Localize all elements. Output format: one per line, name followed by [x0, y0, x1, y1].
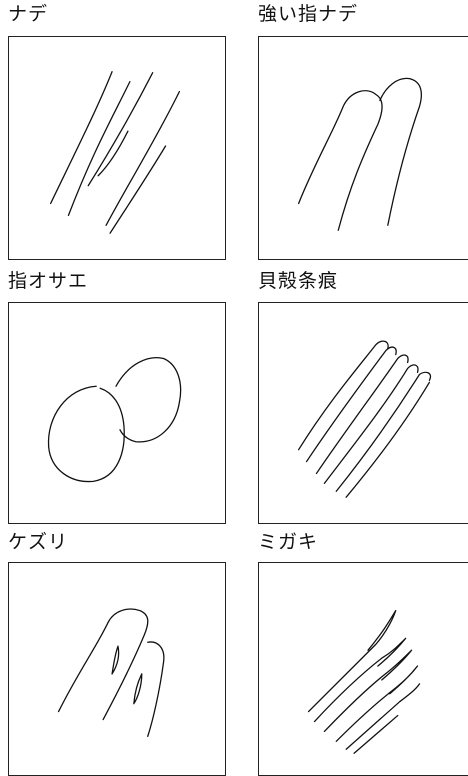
panel-kezuri — [8, 562, 226, 776]
scraping-drawing — [57, 608, 165, 738]
nade-strokes-drawing — [49, 71, 181, 234]
label-yubi-osae: 指オサエ — [8, 270, 89, 292]
strong-finger-strokes-drawing — [297, 77, 422, 231]
shell-striation-drawing — [297, 340, 432, 498]
label-tsuyoi-yubi-nade: 強い指ナデ — [258, 3, 359, 25]
label-kaigara-jouko: 貝殻条痕 — [258, 270, 339, 292]
panel-kaigara-jouko — [258, 302, 468, 524]
polishing-drawing — [307, 609, 421, 754]
label-kezuri: ケズリ — [8, 531, 69, 553]
finger-press-drawing — [47, 357, 182, 483]
panel-nade — [8, 36, 226, 260]
panel-migaki — [258, 562, 468, 776]
label-migaki: ミガキ — [258, 531, 319, 553]
label-nade: ナデ — [8, 3, 49, 25]
panel-yubi-osae — [8, 302, 226, 524]
panel-tsuyoi-yubi-nade — [258, 36, 468, 260]
